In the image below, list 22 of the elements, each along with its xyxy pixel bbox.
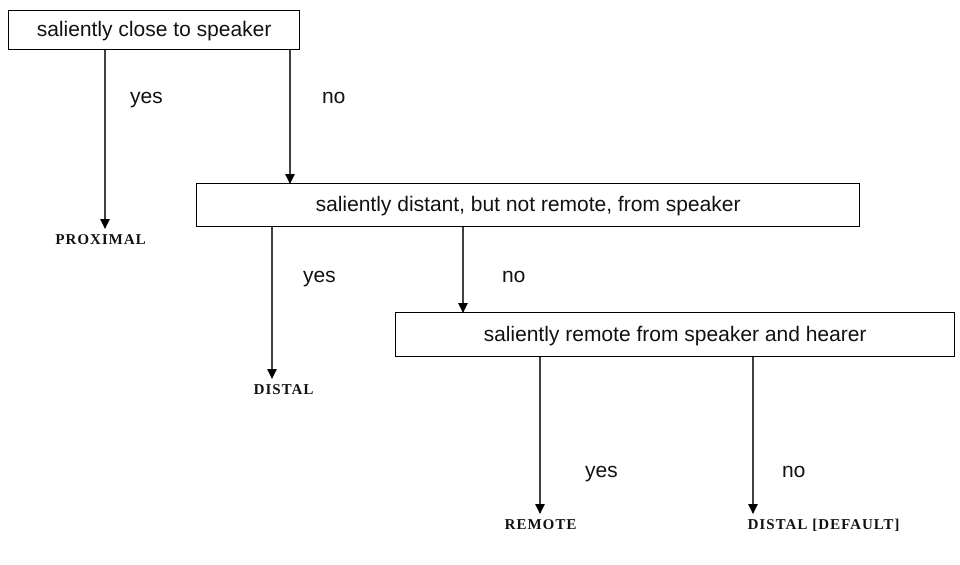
outcome-label: PROXIMAL	[30, 228, 172, 252]
outcome-label: DISTAL	[228, 378, 340, 402]
box-text: saliently close to speaker	[36, 18, 272, 42]
decision-box	[8, 10, 300, 50]
arrow	[748, 357, 758, 514]
arrow	[267, 227, 277, 379]
edge-label: yes	[585, 460, 618, 481]
edge-label: no	[322, 86, 346, 107]
arrow	[285, 50, 295, 184]
arrow	[458, 227, 468, 313]
decision-box	[395, 312, 955, 357]
arrow	[100, 50, 110, 229]
edge-label: no	[782, 460, 806, 481]
edge-label: yes	[303, 265, 336, 286]
box-text: saliently distant, but not remote, from speaker	[316, 193, 740, 217]
edge-label: yes	[130, 86, 163, 107]
edge-label: no	[502, 265, 526, 286]
outcome-label: REMOTE	[472, 513, 610, 537]
decision-box	[196, 183, 860, 227]
box-text: saliently remote from speaker and hearer	[484, 322, 866, 346]
outcome-label: DISTAL [DEFAULT]	[692, 513, 956, 537]
arrow	[535, 357, 545, 514]
